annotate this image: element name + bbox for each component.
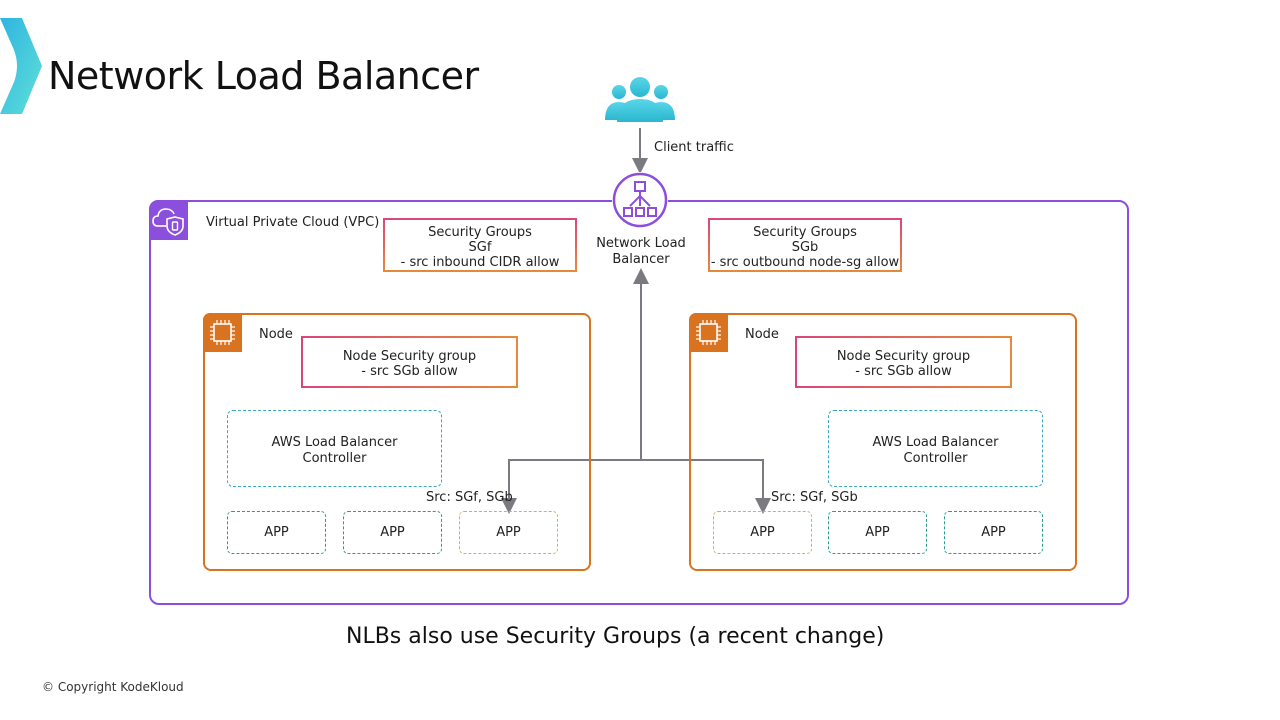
- vpc-cloud-shield-icon: [152, 208, 184, 236]
- node-badge: [203, 313, 242, 352]
- sg-title: Security Groups: [428, 225, 532, 240]
- security-group-sgb: Security Groups SGb - src outbound node-…: [708, 218, 902, 272]
- node-right: [689, 313, 1077, 571]
- load-balancer-icon: [612, 172, 668, 228]
- node-security-group: Node Security group - src SGb allow: [301, 336, 518, 388]
- controller-line1: AWS Load Balancer: [872, 435, 999, 450]
- nlb-label-line1: Network Load: [596, 236, 686, 251]
- ec2-chip-icon: [210, 320, 235, 345]
- vpc-label: Virtual Private Cloud (VPC): [206, 215, 380, 230]
- node-sg-title: Node Security group: [342, 349, 477, 364]
- app-pod: APP: [944, 511, 1043, 554]
- slide-note: NLBs also use Security Groups (a recent …: [346, 624, 885, 649]
- node-badge: [689, 313, 728, 352]
- node-left: [203, 313, 591, 571]
- client-traffic-label: Client traffic: [654, 140, 734, 155]
- node-sg-rule: - src SGb allow: [361, 364, 458, 379]
- src-label: Src: SGf, SGb: [771, 490, 858, 505]
- sg-name: SGb: [791, 240, 819, 255]
- security-group-sgf: Security Groups SGf - src inbound CIDR a…: [383, 218, 577, 272]
- ec2-chip-icon: [696, 320, 721, 345]
- app-pod: APP: [227, 511, 326, 554]
- src-label: Src: SGf, SGb: [426, 490, 513, 505]
- app-pod: APP: [343, 511, 442, 554]
- node-label: Node: [745, 327, 779, 342]
- vpc-badge: [149, 200, 188, 240]
- controller-line2: Controller: [903, 451, 968, 466]
- copyright-notice: © Copyright KodeKloud: [42, 680, 184, 694]
- app-pod: APP: [828, 511, 927, 554]
- node-sg-title: Node Security group: [836, 349, 971, 364]
- sg-name: SGf: [468, 240, 492, 255]
- aws-lb-controller: AWS Load Balancer Controller: [828, 410, 1043, 487]
- sg-rule: - src inbound CIDR allow: [400, 255, 560, 270]
- slide-title: Network Load Balancer: [48, 54, 479, 98]
- controller-line1: AWS Load Balancer: [271, 435, 398, 450]
- app-pod-target: APP: [459, 511, 558, 554]
- node-sg-rule: - src SGb allow: [855, 364, 952, 379]
- node-security-group: Node Security group - src SGb allow: [795, 336, 1012, 388]
- nlb-label-line2: Balancer: [612, 252, 670, 267]
- nlb-label: Network Load Balancer: [580, 236, 702, 268]
- kodekloud-logo-icon: [0, 18, 42, 114]
- aws-lb-controller: AWS Load Balancer Controller: [227, 410, 442, 487]
- node-label: Node: [259, 327, 293, 342]
- sg-title: Security Groups: [753, 225, 857, 240]
- sg-rule: - src outbound node-sg allow: [710, 255, 900, 270]
- app-pod-target: APP: [713, 511, 812, 554]
- users-icon: [605, 77, 675, 122]
- controller-line2: Controller: [302, 451, 367, 466]
